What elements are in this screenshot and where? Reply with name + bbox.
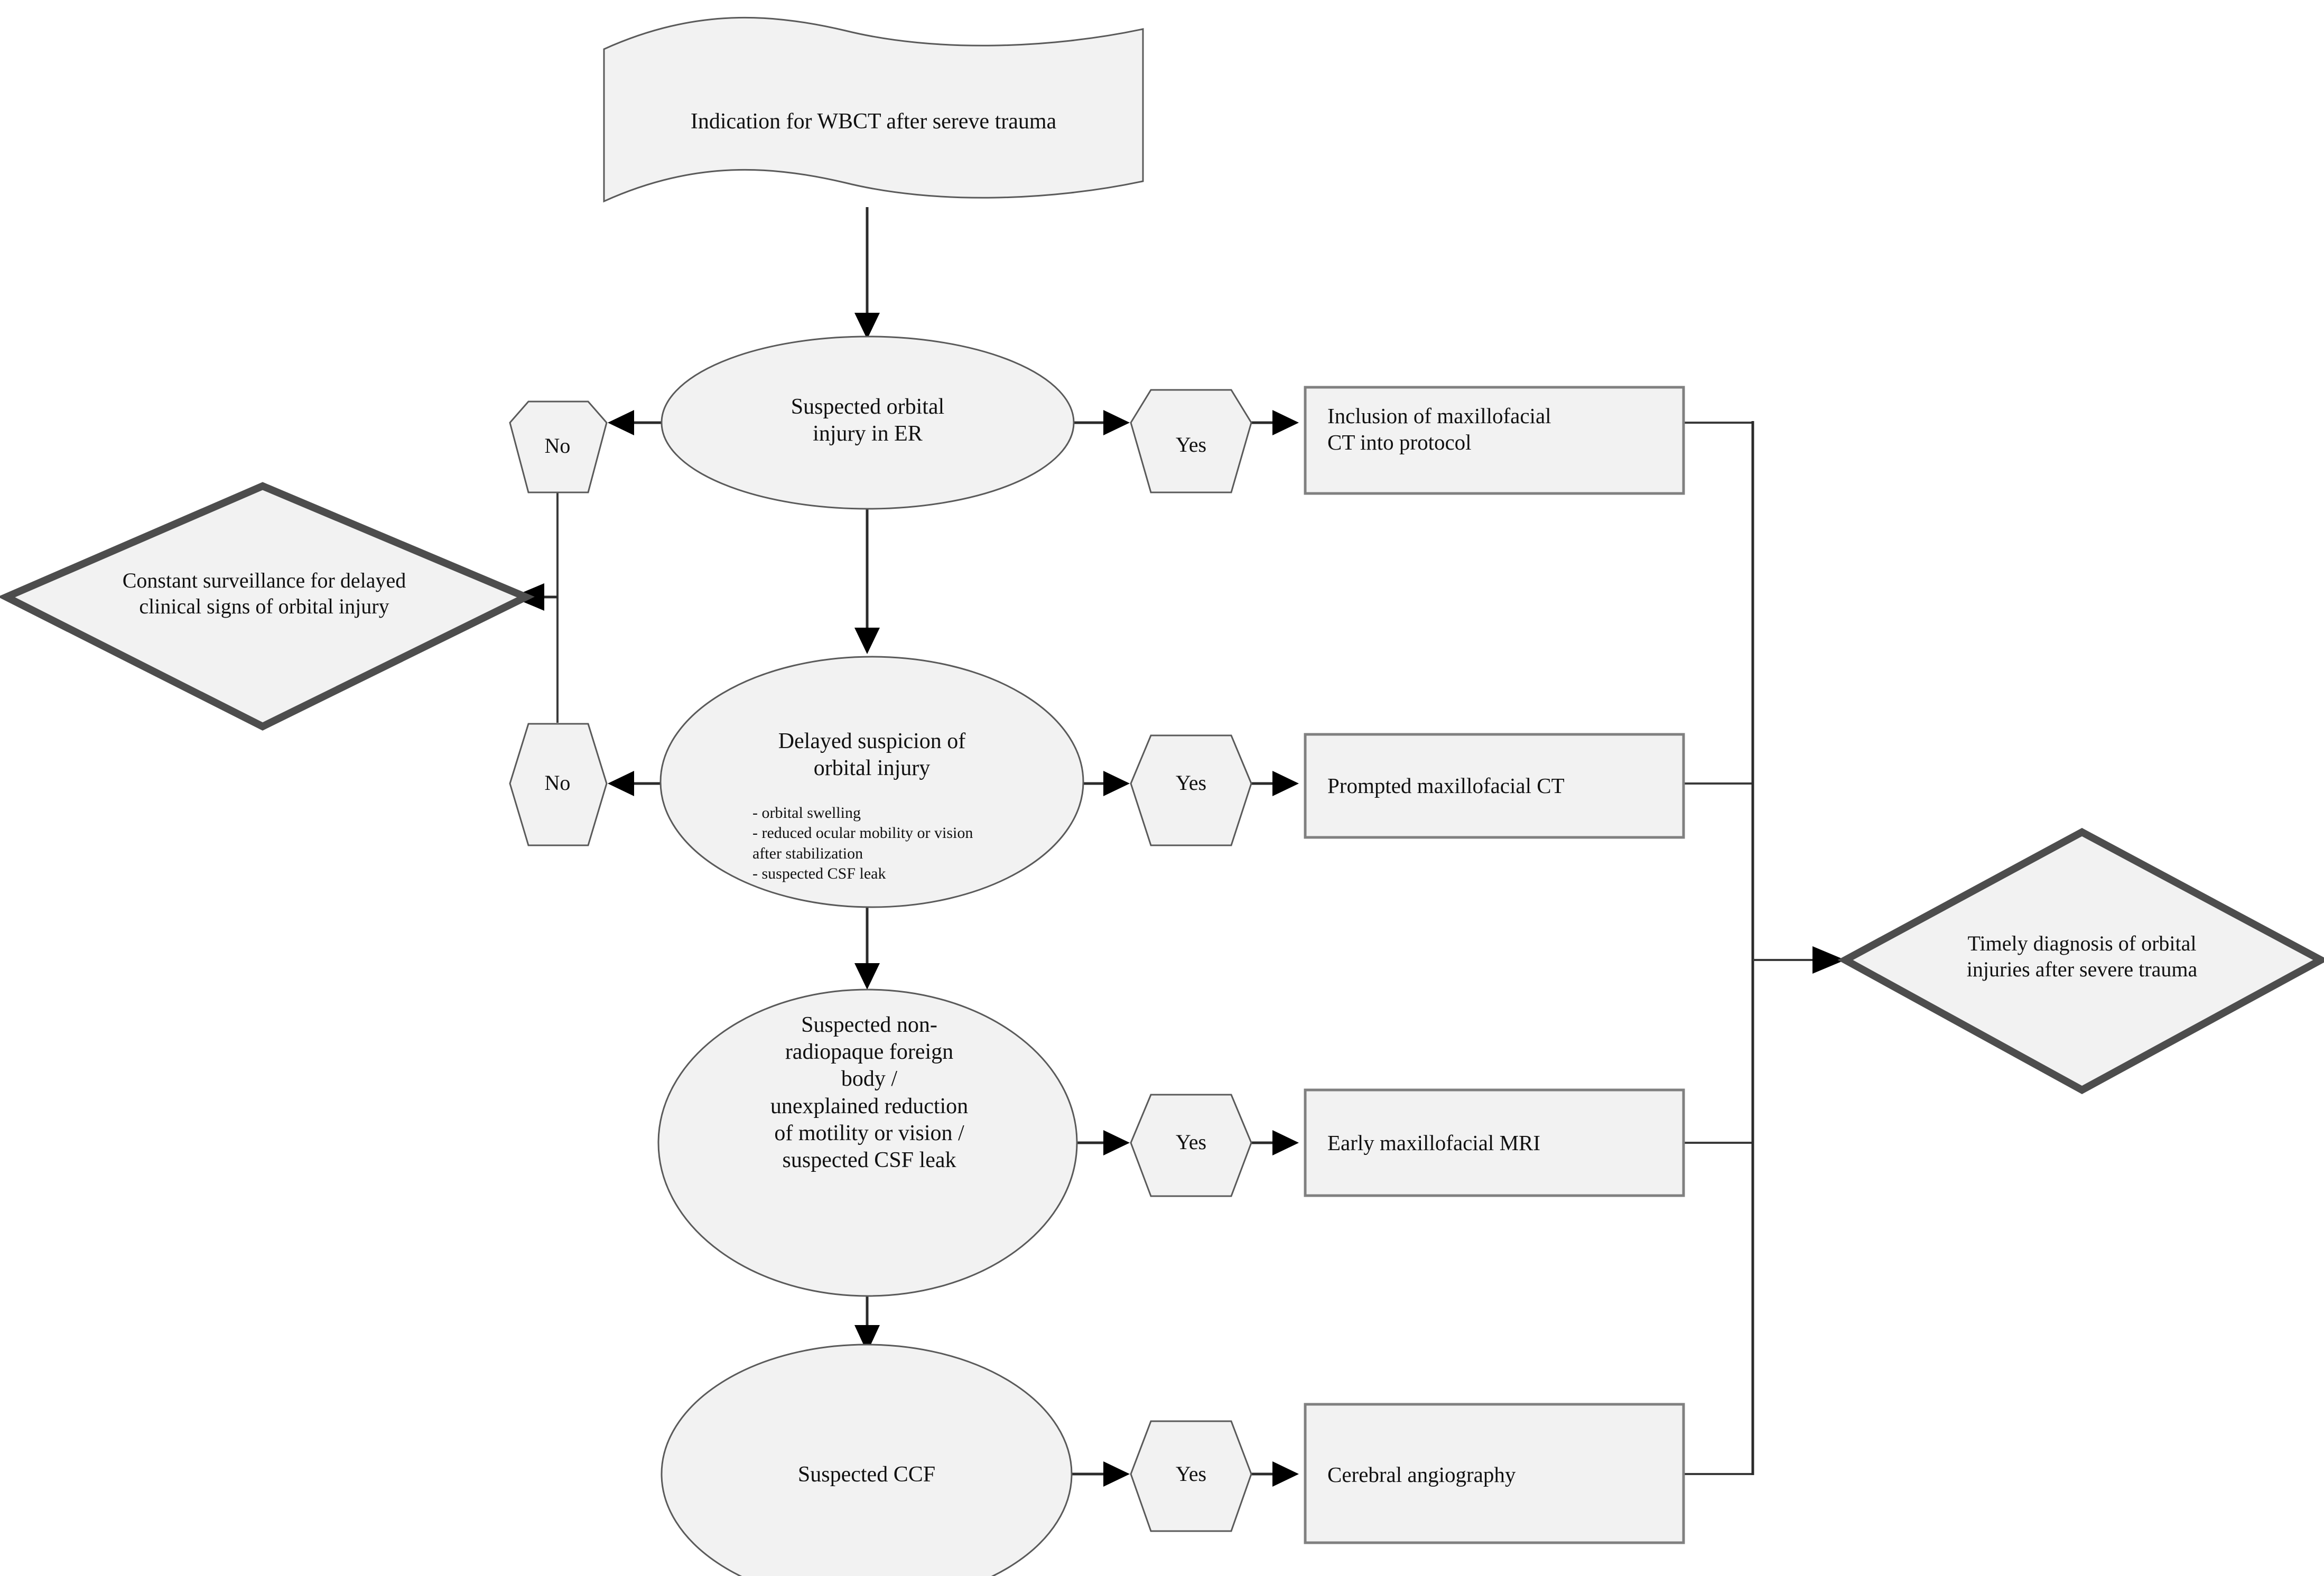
node-outcome-timely-diagnosis[interactable]	[1837, 828, 2324, 1094]
edge-decision2-to-no2	[608, 771, 661, 796]
edge-decision1-to-yes1	[1074, 410, 1130, 435]
node-no-2[interactable]	[509, 723, 608, 846]
node-decision-suspected-ccf[interactable]	[661, 1344, 1073, 1576]
node-yes-4[interactable]	[1130, 1420, 1252, 1532]
edge-decision1-to-no1	[608, 410, 662, 435]
edge-yes2-to-action2	[1251, 771, 1299, 796]
node-no-1[interactable]	[509, 400, 608, 493]
node-yes-1[interactable]	[1130, 389, 1252, 493]
node-outcome-constant-surveillance[interactable]	[0, 482, 535, 731]
edge-actions-to-outcome-bus	[1684, 421, 1845, 1475]
node-start-document[interactable]	[603, 16, 1144, 203]
edge-yes4-to-action4	[1251, 1461, 1299, 1487]
edge-decision1-to-decision2	[854, 509, 880, 654]
node-yes-2[interactable]	[1130, 734, 1252, 846]
node-decision-delayed-suspicion[interactable]	[659, 656, 1084, 908]
node-decision-suspected-orbital-injury[interactable]	[661, 335, 1075, 510]
edge-decision2-to-decision3	[854, 908, 880, 990]
edge-document-to-decision1	[854, 207, 880, 339]
node-decision-nonradiopaque-fb[interactable]	[657, 989, 1078, 1297]
edge-decision3-to-yes3	[1077, 1130, 1130, 1155]
edge-decision4-to-yes4	[1072, 1461, 1130, 1487]
edge-yes3-to-action3	[1251, 1130, 1299, 1155]
edge-yes1-to-action1	[1251, 410, 1299, 435]
edge-decision2-to-yes2	[1083, 771, 1130, 796]
node-action-prompted-maxillofacial-ct[interactable]	[1304, 733, 1685, 839]
node-yes-3[interactable]	[1130, 1094, 1252, 1197]
edge-decision3-to-decision4	[854, 1294, 880, 1353]
node-action-early-maxillofacial-mri[interactable]	[1304, 1088, 1685, 1197]
node-action-inclusion-maxillofacial-ct[interactable]	[1304, 386, 1685, 495]
node-action-cerebral-angiography[interactable]	[1304, 1403, 1685, 1544]
